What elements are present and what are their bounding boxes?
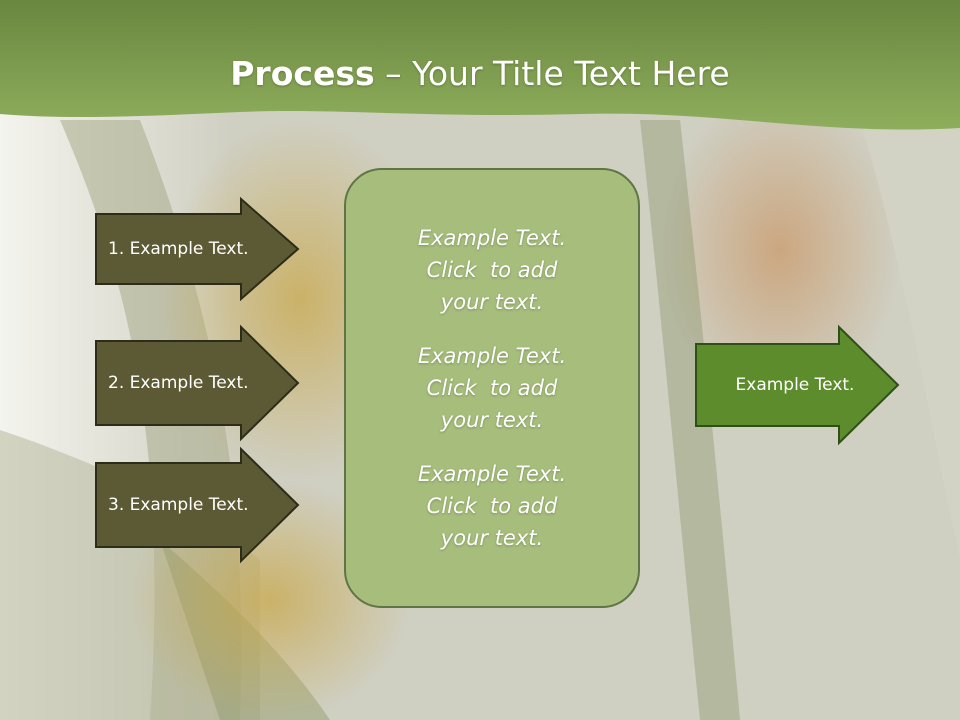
left-arrow-3[interactable]: 3. Example Text. <box>95 446 300 564</box>
paragraph-line: your text. <box>440 408 544 432</box>
right-arrow-label: Example Text. <box>735 375 855 395</box>
left-arrow-2[interactable]: 2. Example Text. <box>95 324 300 442</box>
left-arrow-1-label: 1. Example Text. <box>108 239 249 259</box>
paragraph-line: your text. <box>440 290 544 314</box>
paragraph-line: Click to add <box>426 258 558 282</box>
paragraph-line: Example Text. <box>417 226 567 250</box>
paragraph-line: Example Text. <box>417 462 567 486</box>
center-paragraph-2: Example Text. Click to add your text. <box>418 340 566 436</box>
left-arrow-1[interactable]: 1. Example Text. <box>95 196 300 302</box>
slide-title[interactable]: Process – Your Title Text Here <box>0 52 960 96</box>
paragraph-line: Click to add <box>426 376 558 400</box>
paragraph-line: your text. <box>440 526 544 550</box>
paragraph-line: Example Text. <box>417 344 567 368</box>
left-arrow-2-label: 2. Example Text. <box>108 373 249 393</box>
paragraph-line: Click to add <box>426 494 558 518</box>
center-paragraph-3: Example Text. Click to add your text. <box>418 458 566 554</box>
title-rest: – Your Title Text Here <box>374 54 730 93</box>
center-text-box[interactable]: Example Text. Click to add your text. Ex… <box>344 168 640 608</box>
right-arrow-shape <box>95 324 300 442</box>
right-arrow-shape <box>95 446 300 564</box>
right-output-arrow[interactable]: Example Text. <box>695 324 900 446</box>
left-arrow-3-label: 3. Example Text. <box>108 495 249 515</box>
right-arrow-shape <box>695 324 900 446</box>
right-arrow-shape <box>95 196 300 302</box>
title-bold-word: Process <box>230 54 375 93</box>
center-paragraph-1: Example Text. Click to add your text. <box>418 222 566 318</box>
